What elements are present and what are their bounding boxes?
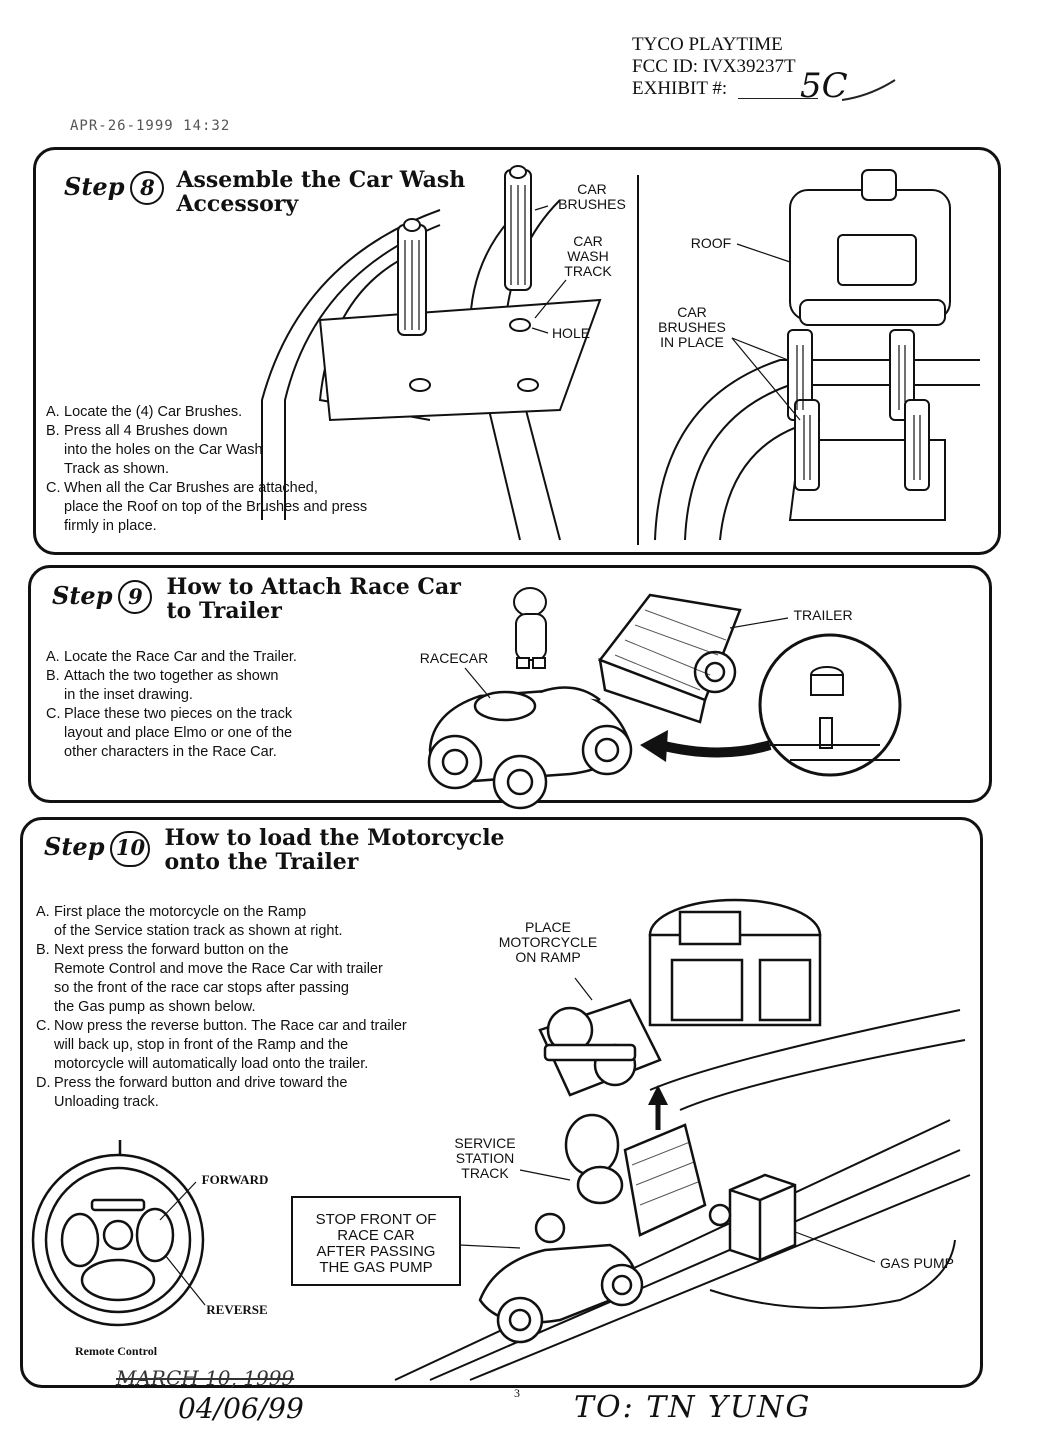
label-gas-pump: GAS PUMP	[880, 1255, 954, 1271]
page-number: 3	[514, 1386, 520, 1400]
label-text: ON RAMP	[515, 949, 581, 965]
step8-b-line: Track as shown.	[64, 461, 170, 477]
step10-a-letter: A.	[36, 904, 50, 920]
step9-b-line: Attach the two together as shown	[64, 668, 279, 684]
label-place-motorcycle: PLACE MOTORCYCLE ON RAMP	[486, 920, 610, 965]
label-brushes-in-place: CAR BRUSHES IN PLACE	[652, 305, 732, 350]
label-text: BRUSHES	[658, 319, 726, 335]
step10-b-line: the Gas pump as shown below.	[54, 999, 256, 1015]
step10-a-line: of the Service station track as shown at…	[54, 923, 343, 939]
step8-heading: Step 8 Assemble the Car Wash Accessory	[64, 168, 465, 216]
step8-c-line: firmly in place.	[64, 518, 157, 534]
stop-box-text: STOP FRONT OF RACE CAR AFTER PASSING THE…	[294, 1212, 458, 1276]
step10-b-line: Next press the forward button on the	[54, 942, 289, 958]
step9-a-letter: A.	[46, 649, 60, 665]
step9-c-line: layout and place Elmo or one of the	[64, 725, 293, 741]
label-text: MOTORCYCLE	[498, 934, 598, 950]
step8-instructions: A.Locate the (4) Car Brushes. B. Press a…	[46, 403, 486, 536]
step9-c-line: other characters in the Race Car.	[64, 744, 277, 760]
step10-b-letter: B.	[36, 942, 50, 958]
label-text: TRACK	[564, 263, 612, 279]
step10-d-line: Unloading track.	[54, 1094, 159, 1110]
label-text: IN PLACE	[660, 334, 724, 350]
label-text: PLACE	[525, 919, 571, 935]
label-text: THE GAS PUMP	[319, 1259, 433, 1276]
step10-title-line2: onto the Trailer	[164, 849, 359, 875]
step9-b-line: in the inset drawing.	[64, 687, 193, 703]
step10-c-line: motorcycle will automatically load onto …	[54, 1056, 369, 1072]
step9-c-letter: C.	[46, 706, 61, 722]
label-roof: ROOF	[690, 235, 732, 251]
step10-heading: Step 10 How to load the Motorcycle onto …	[44, 826, 505, 874]
step9-c-line: Place these two pieces on the track	[64, 706, 293, 722]
exhibit-underline	[738, 98, 818, 99]
label-reverse: REVERSE	[206, 1302, 268, 1317]
step8-c-letter: C.	[46, 480, 61, 496]
step10-c-line: will back up, stop in front of the Ramp …	[54, 1037, 349, 1053]
exhibit-value: 5C	[800, 66, 848, 106]
step8-title-line2: Accessory	[176, 191, 299, 217]
step10-d-letter: D.	[36, 1075, 51, 1091]
company-name: TYCO PLAYTIME	[632, 34, 783, 55]
step9-word: Step	[52, 581, 113, 610]
step10-c-letter: C.	[36, 1018, 51, 1034]
label-text: RACE CAR	[337, 1227, 415, 1244]
label-text: STOP FRONT OF	[315, 1211, 437, 1228]
step8-b-letter: B.	[46, 423, 60, 439]
step8-c-line: place the Roof on top of the Brushes and…	[64, 499, 368, 515]
step10-b-line: Remote Control and move the Race Car wit…	[54, 961, 383, 977]
label-trailer: TRAILER	[793, 607, 853, 623]
step9-a-line: Locate the Race Car and the Trailer.	[64, 649, 297, 665]
label-text: AFTER PASSING	[316, 1243, 436, 1260]
handwritten-to: TO: TN YUNG	[574, 1390, 812, 1425]
step9-racecar-trailer-illustration	[427, 587, 902, 810]
label-text: BRUSHES	[558, 196, 626, 212]
label-remote-control: Remote Control	[74, 1344, 158, 1358]
handwritten-date: 04/06/99	[178, 1392, 304, 1425]
step10-c-line: Now press the reverse button. The Race c…	[54, 1018, 407, 1034]
exhibit-label: EXHIBIT #:	[632, 78, 728, 99]
step8-b-line: into the holes on the Car Wash	[64, 442, 263, 458]
step8-word: Step	[64, 172, 125, 201]
fax-timestamp: APR-26-1999 14:32	[70, 118, 231, 134]
step8-b-line: Press all 4 Brushes down	[64, 423, 228, 439]
step9-title-line1: How to Attach Race Car	[166, 574, 461, 600]
step8-number: 8	[130, 171, 165, 205]
step8-a-letter: A.	[46, 404, 60, 420]
step9-title-line2: to Trailer	[166, 598, 282, 624]
label-forward: FORWARD	[201, 1172, 269, 1187]
step8-divider	[637, 175, 639, 545]
label-text: TRACK	[461, 1165, 509, 1181]
handwritten-date-struck: MARCH 10, 1999	[116, 1366, 295, 1390]
step9-number: 9	[118, 580, 153, 614]
step8-a-line: Locate the (4) Car Brushes.	[64, 404, 243, 420]
label-text: CAR	[577, 181, 607, 197]
step10-instructions: A. First place the motorcycle on the Ram…	[36, 903, 496, 1112]
step8-title-line1: Assemble the Car Wash	[176, 167, 466, 193]
label-text: CAR	[677, 304, 707, 320]
label-service-station: SERVICE STATION TRACK	[446, 1136, 524, 1181]
step8-c-line: When all the Car Brushes are attached,	[64, 480, 318, 496]
step10-d-line: Press the forward button and drive towar…	[54, 1075, 348, 1091]
fcc-id: FCC ID: IVX39237T	[632, 56, 796, 77]
label-car-brushes: CAR BRUSHES	[556, 182, 628, 212]
exhibit-swoosh	[841, 79, 896, 101]
label-text: SERVICE	[454, 1135, 516, 1151]
step10-word: Step	[44, 832, 105, 861]
step8-track-illustration	[261, 165, 980, 541]
step10-title-line1: How to load the Motorcycle	[164, 825, 505, 851]
step10-b-line: so the front of the race car stops after…	[54, 980, 349, 996]
label-car-wash-track: CAR WASH TRACK	[556, 234, 620, 279]
label-text: WASH	[567, 248, 609, 264]
step9-instructions: A.Locate the Race Car and the Trailer. B…	[46, 648, 386, 762]
step9-heading: Step 9 How to Attach Race Car to Trailer	[52, 575, 461, 623]
label-racecar: RACECAR	[419, 650, 489, 666]
label-text: CAR	[573, 233, 603, 249]
step9-b-letter: B.	[46, 668, 60, 684]
step10-a-line: First place the motorcycle on the Ramp	[54, 904, 307, 920]
label-hole: HOLE	[551, 325, 591, 341]
label-text: STATION	[455, 1150, 515, 1166]
step10-number: 10	[110, 831, 151, 867]
